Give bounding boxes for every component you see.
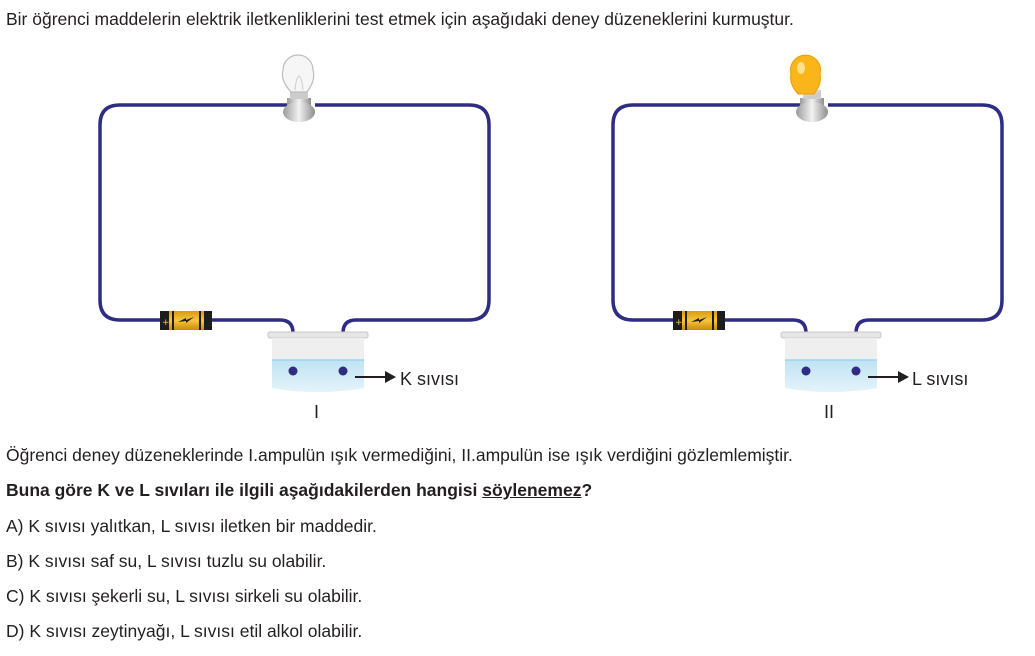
- setup-roman-1: I: [314, 402, 319, 422]
- option-c[interactable]: C) K sıvısı şekerli su, L sıvısı sirkeli…: [6, 586, 363, 606]
- bulb-off-icon: [281, 54, 315, 93]
- option-d[interactable]: D) K sıvısı zeytinyağı, L sıvısı etil al…: [6, 621, 363, 641]
- question-prefix: Buna göre K ve L sıvıları ile ilgili aşa…: [6, 480, 483, 500]
- setup-roman-2: II: [824, 402, 834, 422]
- bulb-on-icon: [782, 49, 830, 97]
- liquid-label-k: K sıvısı: [400, 369, 459, 389]
- setup-2: L sıvısı II: [611, 49, 1004, 422]
- option-b[interactable]: B) K sıvısı saf su, L sıvısı tuzlu su ol…: [6, 551, 327, 571]
- intro-text: Bir öğrenci maddelerin elektrik iletkenl…: [6, 9, 794, 29]
- setup-1: K sıvısı I: [98, 54, 491, 422]
- option-a[interactable]: A) K sıvısı yalıtkan, L sıvısı iletken b…: [6, 516, 377, 536]
- experiment-diagram: +: [98, 49, 1004, 422]
- question-suffix: ?: [581, 480, 593, 500]
- question-text: Buna göre K ve L sıvıları ile ilgili aşa…: [6, 480, 592, 500]
- liquid-label-l: L sıvısı: [912, 369, 968, 389]
- observation-text: Öğrenci deney düzeneklerinde I.ampulün ı…: [6, 445, 793, 465]
- question-emphasis: söylenemez: [482, 480, 582, 500]
